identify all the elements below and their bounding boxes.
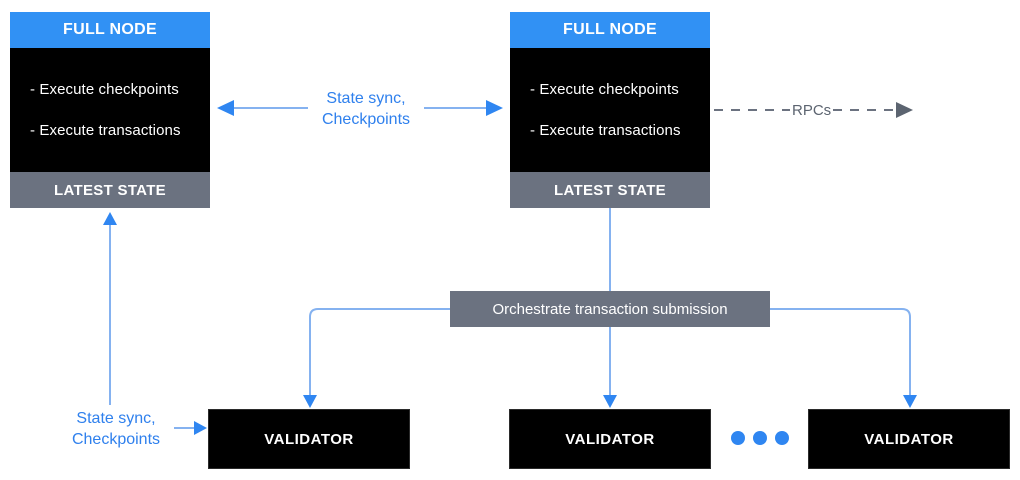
- state-sync-bottom-line2: Checkpoints: [71, 431, 161, 448]
- double-arrow-right-head: [486, 100, 503, 116]
- state-sync-bottom-label: State sync, Checkpoints: [58, 407, 174, 451]
- rpc-label: RPCs: [790, 101, 834, 120]
- full-node-body-item: - Execute transactions: [30, 122, 181, 139]
- orchestrator-box: Orchestrate transaction submission: [450, 291, 770, 327]
- state-sync-bottom-line1: State sync,: [76, 410, 156, 427]
- statesync-up-arrow-head: [103, 212, 117, 225]
- validator-box-3: VALIDATOR: [808, 409, 1010, 469]
- validator-box-1: VALIDATOR: [208, 409, 410, 469]
- full-node-body-item: - Execute checkpoints: [530, 81, 679, 98]
- validator-box-2: VALIDATOR: [509, 409, 711, 469]
- validator3-arrow-head: [903, 395, 917, 408]
- double-arrow-left-head: [217, 100, 234, 116]
- orchestrator-to-validator1-path: [309, 308, 450, 396]
- full-node-1-header: FULL NODE: [10, 12, 210, 48]
- latest-state-bar: LATEST STATE: [510, 172, 710, 208]
- orchestrator-to-validator3-path: [770, 308, 911, 396]
- full-node-2-header: FULL NODE: [510, 12, 710, 48]
- full-node-body-item: - Execute transactions: [530, 122, 681, 139]
- validator2-arrow-head: [603, 395, 617, 408]
- full-node-box-1: FULL NODE - Execute checkpoints - Execut…: [10, 12, 210, 208]
- state-sync-top-line1: State sync,: [326, 90, 406, 107]
- state-sync-top-line2: Checkpoints: [321, 111, 411, 128]
- validator1-arrow-head: [303, 395, 317, 408]
- state-sync-top-label: State sync, Checkpoints: [308, 87, 424, 131]
- full-node-body-item: - Execute checkpoints: [30, 81, 179, 98]
- full-node-box-2: FULL NODE - Execute checkpoints - Execut…: [510, 12, 710, 208]
- latest-state-bar: LATEST STATE: [10, 172, 210, 208]
- rpc-arrow-head: [896, 102, 913, 118]
- full-node-1-body: - Execute checkpoints - Execute transact…: [10, 48, 210, 172]
- statesync-right-arrow-head: [194, 421, 207, 435]
- ellipsis-dot: [731, 431, 745, 445]
- full-node-2-body: - Execute checkpoints - Execute transact…: [510, 48, 710, 172]
- ellipsis-dot: [753, 431, 767, 445]
- ellipsis-dot: [775, 431, 789, 445]
